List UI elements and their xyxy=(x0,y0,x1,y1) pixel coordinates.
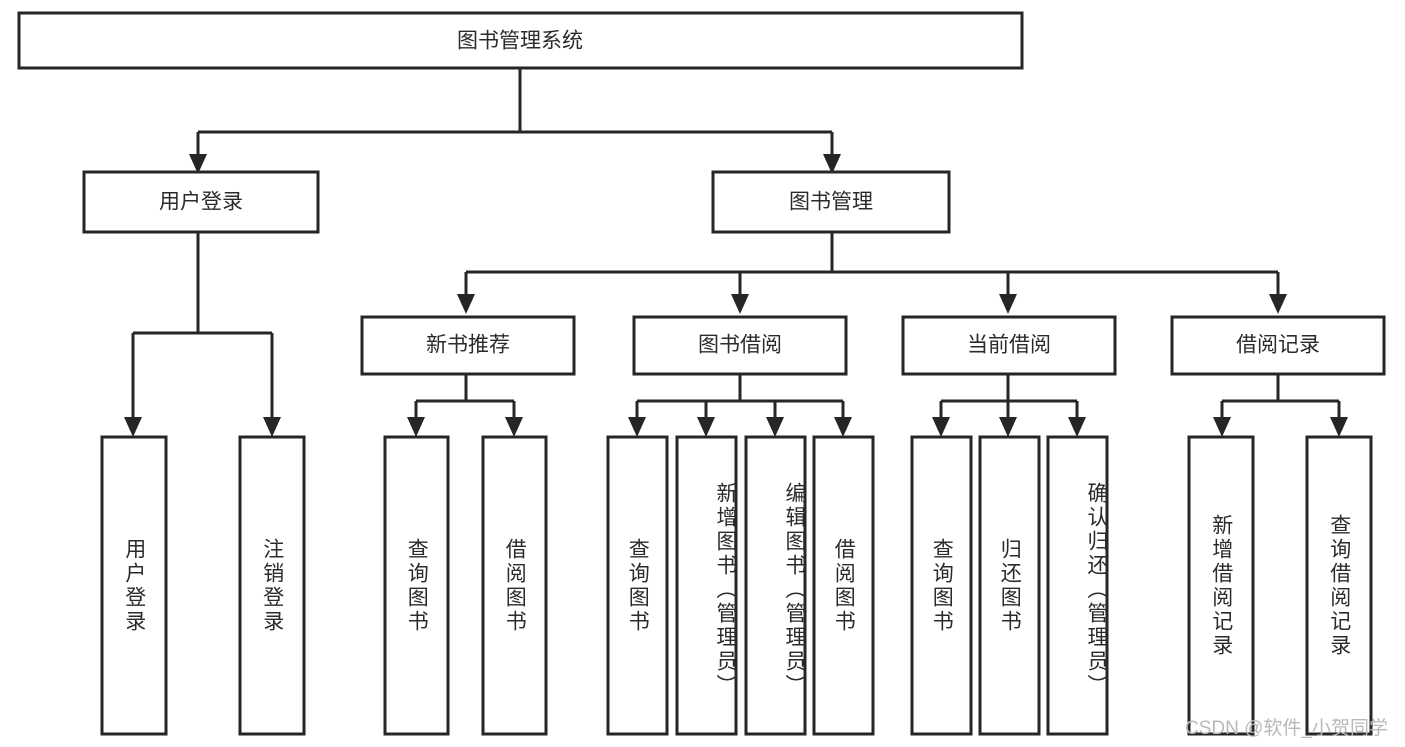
node-leaf-return-book[interactable] xyxy=(978,435,1041,736)
node-label-new-book-recommend: 新书推荐 xyxy=(426,334,510,357)
node-book-management[interactable]: 图书管理 xyxy=(711,170,951,234)
node-label-borrow-records: 借阅记录 xyxy=(1236,334,1320,357)
node-borrow-records[interactable]: 借阅记录 xyxy=(1170,315,1386,376)
node-leaf-confirm-return-admin[interactable] xyxy=(1046,435,1109,736)
node-leaf-add-borrow-record[interactable] xyxy=(1187,435,1255,736)
node-leaf-logout[interactable] xyxy=(238,435,306,736)
node-leaf-add-book-admin[interactable] xyxy=(675,435,738,736)
node-label-current-borrow: 当前借阅 xyxy=(967,334,1051,357)
node-current-borrow[interactable]: 当前借阅 xyxy=(901,315,1117,376)
node-leaf-query-book-borrow[interactable] xyxy=(606,435,669,736)
node-leaf-borrow-book-recommend[interactable] xyxy=(481,435,548,736)
csdn-watermark: CSDN @软件_小贺同学 xyxy=(1185,718,1388,739)
node-label-user-login: 用户登录 xyxy=(159,191,243,214)
connector-book-mgmt-to-level3 xyxy=(457,232,1287,314)
node-root-book-management-system[interactable]: 图书管理系统 xyxy=(17,11,1024,70)
node-leaf-query-borrow-record[interactable] xyxy=(1305,435,1373,736)
node-new-book-recommend[interactable]: 新书推荐 xyxy=(360,315,576,376)
node-label-root: 图书管理系统 xyxy=(457,30,583,53)
connector-current-borrow-to-leaves xyxy=(932,374,1086,437)
node-label-book-borrow: 图书借阅 xyxy=(698,334,782,357)
connector-book-borrow-to-leaves xyxy=(628,374,852,437)
node-leaf-query-book-recommend[interactable] xyxy=(383,435,450,736)
node-leaf-user-login[interactable] xyxy=(100,435,168,736)
connector-borrow-records-to-leaves xyxy=(1213,374,1348,437)
node-book-borrow[interactable]: 图书借阅 xyxy=(632,315,848,376)
node-leaf-borrow-book[interactable] xyxy=(812,435,875,736)
connector-user-login-to-leaves xyxy=(124,232,281,437)
node-leaf-edit-book-admin[interactable] xyxy=(744,435,807,736)
node-leaf-query-book-current[interactable] xyxy=(910,435,973,736)
connector-new-book-to-leaves xyxy=(407,374,523,437)
connector-root-to-level2 xyxy=(189,68,841,174)
node-user-login[interactable]: 用户登录 xyxy=(82,170,320,234)
node-label-book-management: 图书管理 xyxy=(789,191,873,214)
